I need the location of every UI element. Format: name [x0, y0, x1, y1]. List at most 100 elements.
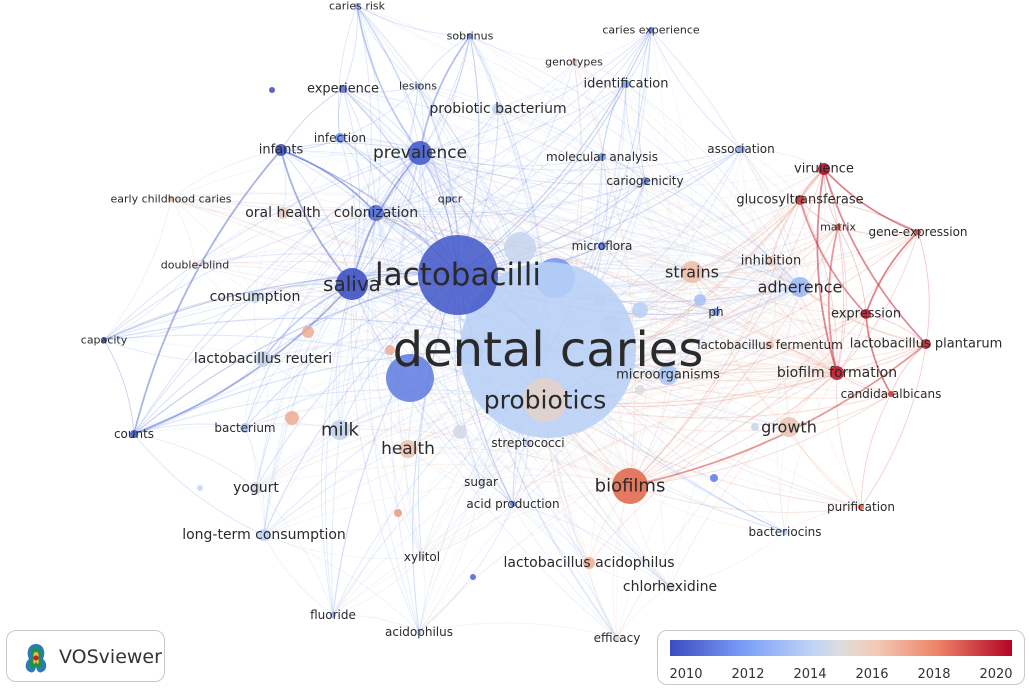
label-matrix[interactable]: matrix [820, 221, 856, 234]
label-long-term-consumption[interactable]: long-term consumption [182, 527, 346, 543]
node-lesions[interactable] [415, 83, 421, 89]
label-experience[interactable]: experience [307, 82, 379, 97]
node-long-term-consumption[interactable] [258, 529, 270, 541]
node-glucosyltransferase[interactable] [795, 195, 805, 205]
label-acid-production[interactable]: acid production [466, 497, 559, 511]
label-adherence[interactable]: adherence [758, 278, 843, 297]
label-sobrinus[interactable]: sobrinus [447, 30, 494, 43]
node-chlorhexidine[interactable] [665, 582, 675, 592]
label-lactobacilli[interactable]: lactobacilli [375, 257, 541, 293]
label-ph[interactable]: ph [708, 305, 723, 319]
label-biofilms[interactable]: biofilms [595, 476, 666, 497]
label-oral-health[interactable]: oral health [245, 205, 321, 221]
node-efficacy[interactable] [614, 635, 620, 641]
node-strains[interactable] [681, 261, 703, 283]
label-biofilm-formation[interactable]: biofilm formation [777, 365, 897, 381]
node-biofilms[interactable] [612, 468, 648, 504]
label-yogurt[interactable]: yogurt [233, 480, 279, 496]
label-inhibition[interactable]: inhibition [741, 254, 801, 269]
label-chlorhexidine[interactable]: chlorhexidine [623, 579, 717, 595]
label-lactobacillus-fermentum[interactable]: lactobacillus fermentum [697, 338, 843, 352]
label-qpcr[interactable]: qpcr [438, 193, 463, 206]
label-dental-caries[interactable]: dental caries [393, 322, 704, 378]
label-infants[interactable]: infants [259, 143, 304, 158]
label-infection[interactable]: infection [314, 131, 366, 145]
label-efficacy[interactable]: efficacy [594, 631, 641, 645]
label-capacity[interactable]: capacity [81, 334, 128, 347]
label-probiotics[interactable]: probiotics [484, 386, 607, 415]
node-double-blind[interactable] [192, 262, 198, 268]
label-xylitol[interactable]: xylitol [404, 550, 440, 564]
node-probiotic-bacterium[interactable] [492, 103, 504, 115]
label-virulence[interactable]: virulence [794, 162, 854, 177]
node-inhibition[interactable] [766, 256, 776, 266]
label-genotypes[interactable]: genotypes [545, 56, 603, 69]
node-cariogenicity[interactable] [641, 177, 649, 185]
node-expression[interactable] [861, 309, 871, 319]
node-capacity[interactable] [101, 337, 107, 343]
node-early-childhood-caries[interactable] [168, 196, 174, 202]
label-bacteriocins[interactable]: bacteriocins [748, 525, 821, 539]
label-health[interactable]: health [381, 439, 435, 459]
node-acidophilus[interactable] [416, 629, 422, 635]
label-prevalence[interactable]: prevalence [373, 143, 467, 163]
node-yogurt[interactable] [250, 482, 262, 494]
label-milk[interactable]: milk [321, 420, 360, 441]
node-genotypes[interactable] [571, 59, 577, 65]
label-lesions[interactable]: lesions [399, 80, 437, 93]
node-molecular-analysis[interactable] [598, 153, 606, 161]
label-expression[interactable]: expression [831, 307, 901, 322]
node-caries-experience[interactable] [648, 27, 654, 33]
label-counts[interactable]: counts [114, 427, 154, 441]
label-lactobacillus-reuteri[interactable]: lactobacillus reuteri [194, 351, 332, 367]
node-lactobacilli[interactable] [418, 235, 498, 315]
node-consumption[interactable] [249, 291, 261, 303]
node-identification[interactable] [622, 80, 630, 88]
label-sugar[interactable]: sugar [464, 475, 498, 489]
label-microflora[interactable]: microflora [572, 239, 633, 253]
node-microflora[interactable] [598, 242, 606, 250]
node-dental-caries[interactable] [460, 262, 636, 438]
node-bacterium[interactable] [240, 423, 250, 433]
label-purification[interactable]: purification [827, 500, 895, 514]
label-consumption[interactable]: consumption [210, 289, 301, 305]
label-lactobacillus-acidophilus[interactable]: lactobacillus acidophilus [504, 555, 675, 571]
node-streptococci[interactable] [525, 440, 531, 446]
node-purification[interactable] [858, 504, 864, 510]
vosviewer-brand-box[interactable]: VOSviewer [6, 630, 165, 682]
label-association[interactable]: association [707, 142, 774, 156]
node-xylitol[interactable] [419, 554, 425, 560]
node-lactobacillus-acidophilus[interactable] [583, 557, 595, 569]
node-counts[interactable] [130, 430, 138, 438]
label-microorganisms[interactable]: microorganisms [616, 368, 720, 383]
node-health[interactable] [399, 440, 417, 458]
label-growth[interactable]: growth [761, 418, 817, 437]
node-experience[interactable] [339, 85, 347, 93]
node-microorganisms[interactable] [658, 365, 678, 385]
label-acidophilus[interactable]: acidophilus [385, 625, 453, 639]
label-glucosyltransferase[interactable]: glucosyltransferase [736, 193, 863, 208]
node-lactobacillus-fermentum[interactable] [766, 341, 774, 349]
label-identification[interactable]: identification [583, 77, 668, 92]
node-saliva[interactable] [336, 268, 368, 300]
node-sugar[interactable] [478, 479, 484, 485]
label-lactobacillus-plantarum[interactable]: lactobacillus plantarum [850, 337, 1003, 352]
label-bacterium[interactable]: bacterium [214, 421, 275, 435]
label-cariogenicity[interactable]: cariogenicity [606, 174, 683, 188]
node-probiotics[interactable] [523, 378, 567, 422]
node-matrix[interactable] [835, 224, 841, 230]
node-milk[interactable] [330, 420, 350, 440]
node-virulence[interactable] [818, 163, 830, 175]
node-caries-risk[interactable] [354, 3, 360, 9]
label-early-childhood-caries[interactable]: early childhood caries [111, 193, 232, 206]
node-prevalence[interactable] [408, 141, 432, 165]
label-probiotic-bacterium[interactable]: probiotic bacterium [429, 101, 566, 117]
node-qpcr[interactable] [447, 196, 453, 202]
node-gene-expression[interactable] [915, 229, 921, 235]
node-growth[interactable] [779, 417, 799, 437]
node-adherence[interactable] [790, 277, 810, 297]
node-fluoride[interactable] [330, 612, 336, 618]
node-oral-health[interactable] [277, 207, 289, 219]
label-streptococci[interactable]: streptococci [491, 436, 564, 450]
label-molecular-analysis[interactable]: molecular analysis [546, 150, 658, 164]
